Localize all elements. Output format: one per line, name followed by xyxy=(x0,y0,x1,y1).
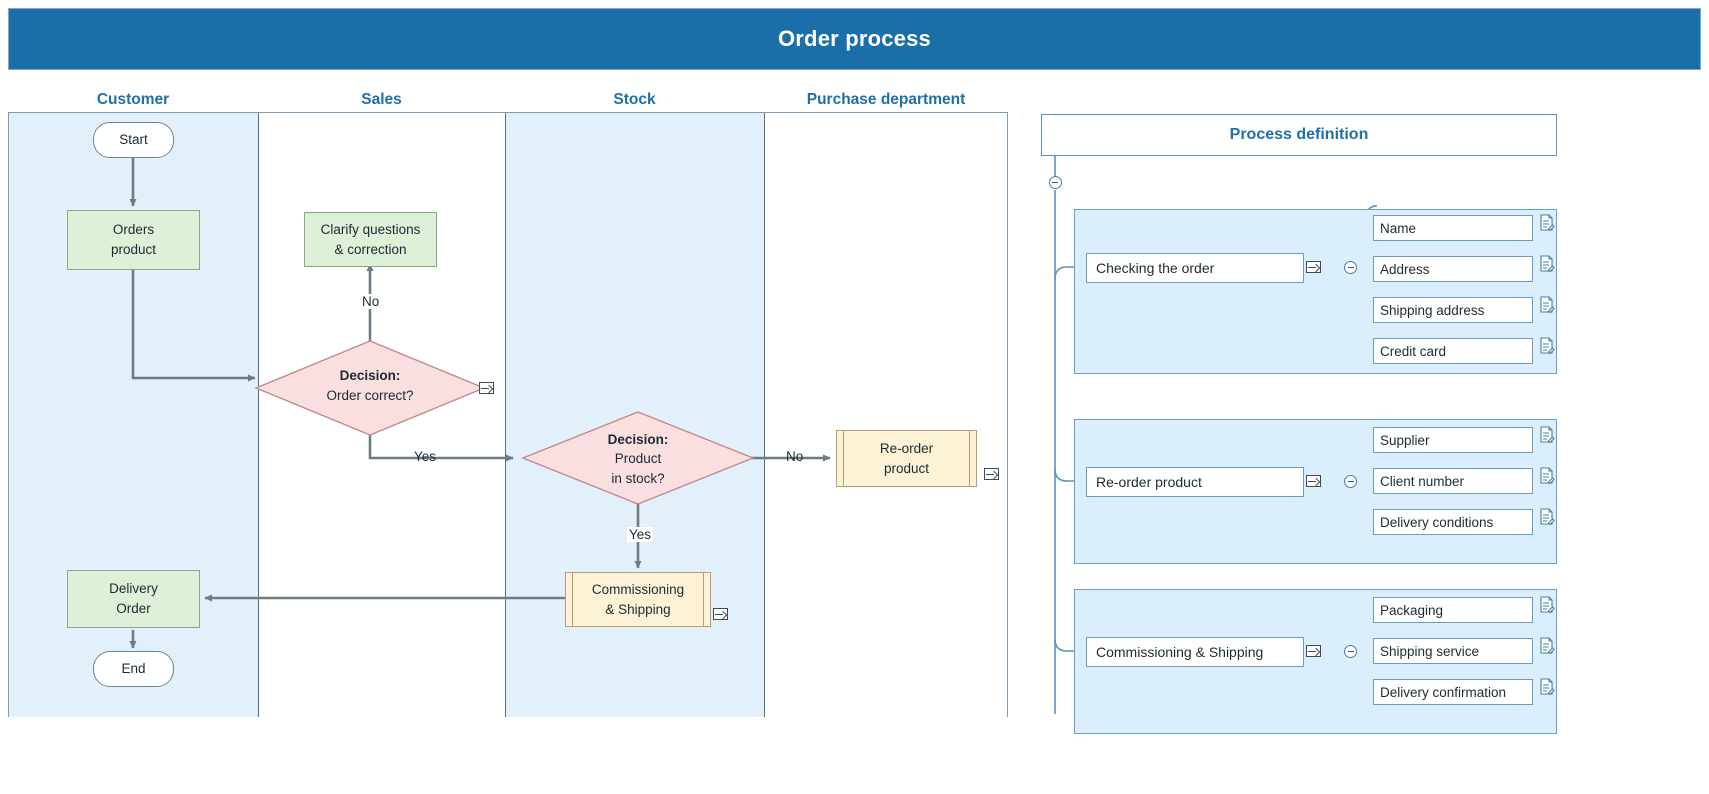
tree-parent-reorder-product[interactable]: Re-order product xyxy=(1086,467,1304,497)
tree-leaf-label-3-0: Packaging xyxy=(1380,602,1444,618)
flow-node-commissioning-line1: Commissioning xyxy=(591,581,685,597)
tree-leaf-label-1-2: Shipping address xyxy=(1380,302,1485,318)
flow-node-delivery-order[interactable]: Delivery Order xyxy=(67,570,200,628)
edge-label-decision1-yes: Yes xyxy=(414,449,437,464)
edge-label-decision2-yes: Yes xyxy=(627,527,654,542)
note-icon-credit-card[interactable] xyxy=(1539,337,1555,355)
edge-label-decision2-no: No xyxy=(786,449,804,464)
tree-parent-label-3: Commissioning & Shipping xyxy=(1096,644,1264,660)
hyperlink-icon-decision-order-correct[interactable] xyxy=(479,382,494,394)
lane-divider-2 xyxy=(505,113,506,717)
hyperlink-icon-tree-reorder-product[interactable] xyxy=(1306,475,1321,487)
flow-node-end-label: End xyxy=(121,661,146,677)
tree-leaf-credit-card[interactable]: Credit card xyxy=(1373,338,1533,364)
hyperlink-icon-reorder-product[interactable] xyxy=(984,468,999,480)
tree-leaf-label-1-1: Address xyxy=(1380,261,1430,277)
note-icon-delivery-confirmation[interactable] xyxy=(1539,678,1555,696)
flow-node-start-label: Start xyxy=(119,132,148,148)
edge-label-decision1-no: No xyxy=(360,294,382,309)
page-title: Order process xyxy=(777,26,931,51)
flow-node-clarify-line1: Clarify questions xyxy=(320,221,421,237)
lane-divider-3 xyxy=(764,113,765,717)
note-icon-shipping-address[interactable] xyxy=(1539,296,1555,314)
diagram-title-bar: Order process xyxy=(8,8,1701,70)
decision1-title: Decision: xyxy=(339,368,401,384)
tree-root-label: Process definition xyxy=(1229,126,1369,143)
flow-node-reorder-line1: Re-order xyxy=(879,440,934,456)
flow-node-reorder-product[interactable]: Re-order product xyxy=(836,430,977,487)
note-icon-address[interactable] xyxy=(1539,255,1555,273)
lane-header-customer: Customer xyxy=(96,91,170,108)
flow-node-clarify-line2: & correction xyxy=(334,241,407,257)
tree-leaf-label-2-0: Supplier xyxy=(1380,432,1430,448)
note-icon-client-number[interactable] xyxy=(1539,467,1555,485)
tree-leaf-name[interactable]: Name xyxy=(1373,215,1533,241)
tree-leaf-label-3-2: Delivery confirmation xyxy=(1380,684,1507,700)
collapse-icon-group-1[interactable] xyxy=(1344,260,1357,274)
lane-header-purchase: Purchase department xyxy=(806,91,966,108)
collapse-icon-root[interactable] xyxy=(1048,176,1062,189)
flow-node-end[interactable]: End xyxy=(93,651,174,687)
tree-leaf-label-1-3: Credit card xyxy=(1380,343,1447,359)
hyperlink-icon-checking-the-order[interactable] xyxy=(1306,261,1321,273)
flow-node-delivery-line1: Delivery xyxy=(109,581,158,597)
flow-node-clarify-questions[interactable]: Clarify questions & correction xyxy=(304,212,437,267)
tree-parent-commissioning-shipping[interactable]: Commissioning & Shipping xyxy=(1086,637,1304,667)
note-icon-delivery-conditions[interactable] xyxy=(1539,508,1555,526)
collapse-icon-group-2[interactable] xyxy=(1344,474,1357,488)
tree-leaf-label-2-2: Delivery conditions xyxy=(1380,514,1494,530)
lane-header-stock: Stock xyxy=(613,91,656,108)
decision2-title: Decision: xyxy=(607,431,669,447)
tree-leaf-label-3-1: Shipping service xyxy=(1380,643,1480,659)
tree-leaf-address[interactable]: Address xyxy=(1373,256,1533,282)
note-icon-shipping-service[interactable] xyxy=(1539,637,1555,655)
tree-parent-label-2: Re-order product xyxy=(1096,474,1202,490)
tree-parent-label-1: Checking the order xyxy=(1096,260,1215,276)
tree-leaf-label-2-1: Client number xyxy=(1380,473,1465,489)
tree-leaf-shipping-service[interactable]: Shipping service xyxy=(1373,638,1533,664)
hyperlink-icon-tree-commissioning-shipping[interactable] xyxy=(1306,645,1321,657)
tree-parent-checking-the-order[interactable]: Checking the order xyxy=(1086,253,1304,283)
flow-node-commissioning-line2: & Shipping xyxy=(605,601,671,617)
note-icon-packaging[interactable] xyxy=(1539,596,1555,614)
flow-node-reorder-line2: product xyxy=(883,460,930,476)
flow-node-orders-product[interactable]: Orders product xyxy=(67,210,200,270)
flow-node-start[interactable]: Start xyxy=(93,122,174,158)
flow-node-decision-order-correct[interactable]: Decision: Order correct? xyxy=(282,355,458,417)
tree-leaf-delivery-conditions[interactable]: Delivery conditions xyxy=(1373,509,1533,535)
tree-leaf-delivery-confirmation[interactable]: Delivery confirmation xyxy=(1373,679,1533,705)
flow-node-orders-product-line1: Orders xyxy=(112,222,155,238)
tree-leaf-shipping-address[interactable]: Shipping address xyxy=(1373,297,1533,323)
flow-node-decision-product-in-stock[interactable]: Decision: Product in stock? xyxy=(556,424,720,494)
note-icon-supplier[interactable] xyxy=(1539,426,1555,444)
decision2-question-line2: in stock? xyxy=(611,470,665,486)
decision2-question-line1: Product xyxy=(614,451,662,467)
hyperlink-icon-commissioning-shipping[interactable] xyxy=(713,608,728,620)
flow-node-orders-product-line2: product xyxy=(110,242,157,257)
tree-leaf-supplier[interactable]: Supplier xyxy=(1373,427,1533,453)
process-definition-panel: Process definition xyxy=(1041,114,1557,794)
lane-header-sales: Sales xyxy=(361,91,402,108)
lane-divider-1 xyxy=(258,113,259,717)
decision1-question: Order correct? xyxy=(326,388,414,403)
flow-node-delivery-line2: Order xyxy=(116,601,151,616)
tree-leaf-packaging[interactable]: Packaging xyxy=(1373,597,1533,623)
flow-node-commissioning-shipping[interactable]: Commissioning & Shipping xyxy=(565,572,711,627)
tree-leaf-client-number[interactable]: Client number xyxy=(1373,468,1533,494)
collapse-icon-group-3[interactable] xyxy=(1344,644,1357,658)
note-icon-name[interactable] xyxy=(1539,214,1555,232)
tree-leaf-label-1-0: Name xyxy=(1380,220,1417,236)
lane-body-purchase xyxy=(764,113,1007,717)
tree-root-node[interactable]: Process definition xyxy=(1041,114,1557,156)
